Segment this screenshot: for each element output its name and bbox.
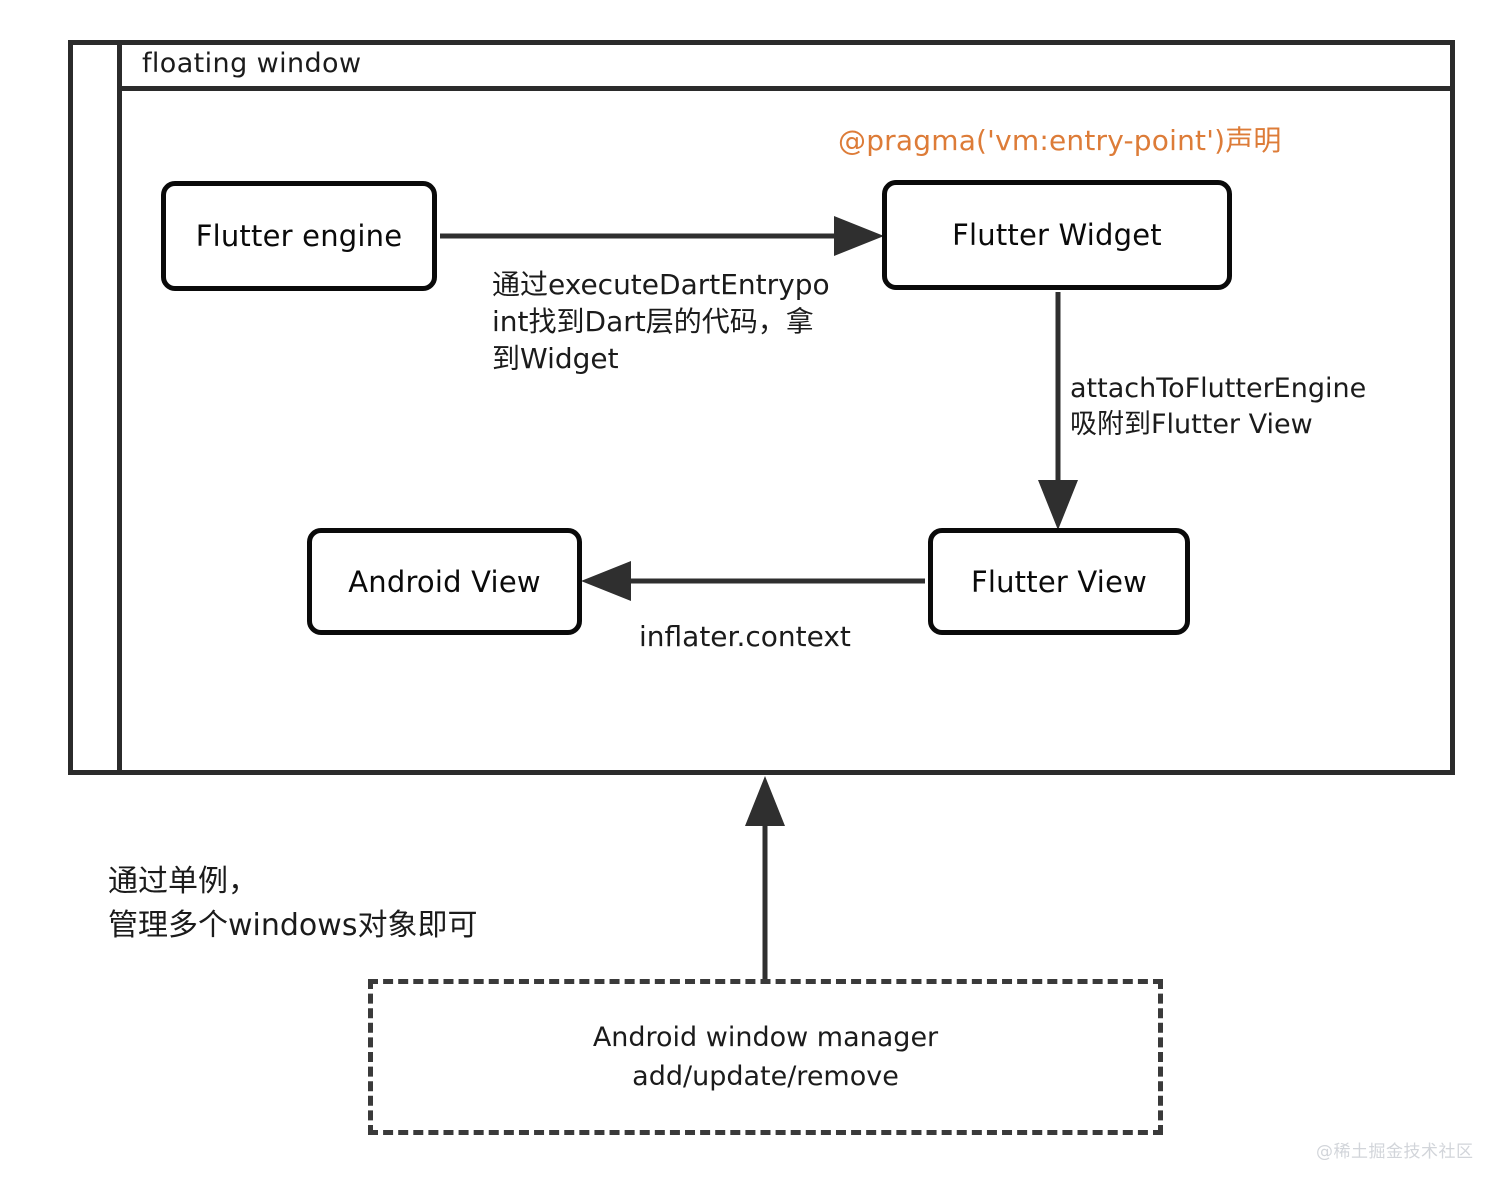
watermark: @稀土掘金技术社区 [1316, 1142, 1474, 1162]
annotation-pragma-entry-point: @pragma('vm:entry-point')声明 [838, 124, 1282, 157]
node-flutter-widget-label: Flutter Widget [952, 218, 1162, 252]
floating-window-title: floating window [142, 47, 362, 79]
annotation-execute-dart-entrypoint: 通过executeDartEntrypoint找到Dart层的代码，拿到Widg… [492, 268, 830, 376]
annotation-singleton-line1: 通过单例， [108, 864, 258, 899]
node-android-view-label: Android View [348, 564, 541, 599]
floating-window-gutter [68, 40, 122, 775]
annotation-singleton-line2: 管理多个windows对象即可 [108, 907, 478, 943]
annotation-singleton: 通过单例， 管理多个windows对象即可 [108, 860, 477, 947]
annotation-inflater-context: inflater.context [639, 620, 851, 653]
floating-window-titlebar: floating window [122, 40, 1455, 91]
floating-window-frame [68, 40, 1455, 775]
node-flutter-view[interactable]: Flutter View [928, 528, 1190, 635]
node-android-window-manager[interactable]: Android window manager add/update/remove [368, 979, 1163, 1135]
annotation-attach-to-flutter-engine: attachToFlutterEngine 吸附到Flutter View [1070, 371, 1450, 443]
node-flutter-widget[interactable]: Flutter Widget [882, 180, 1232, 290]
annotation-attach-line2: 吸附到Flutter View [1070, 408, 1313, 440]
node-flutter-engine[interactable]: Flutter engine [161, 181, 437, 291]
node-flutter-view-label: Flutter View [970, 564, 1148, 599]
node-android-view[interactable]: Android View [307, 528, 582, 635]
annotation-attach-line1: attachToFlutterEngine [1070, 373, 1367, 404]
node-flutter-engine-label: Flutter engine [195, 219, 403, 253]
node-window-manager-line1: Android window manager [592, 1021, 939, 1053]
node-window-manager-line2: add/update/remove [632, 1061, 899, 1092]
